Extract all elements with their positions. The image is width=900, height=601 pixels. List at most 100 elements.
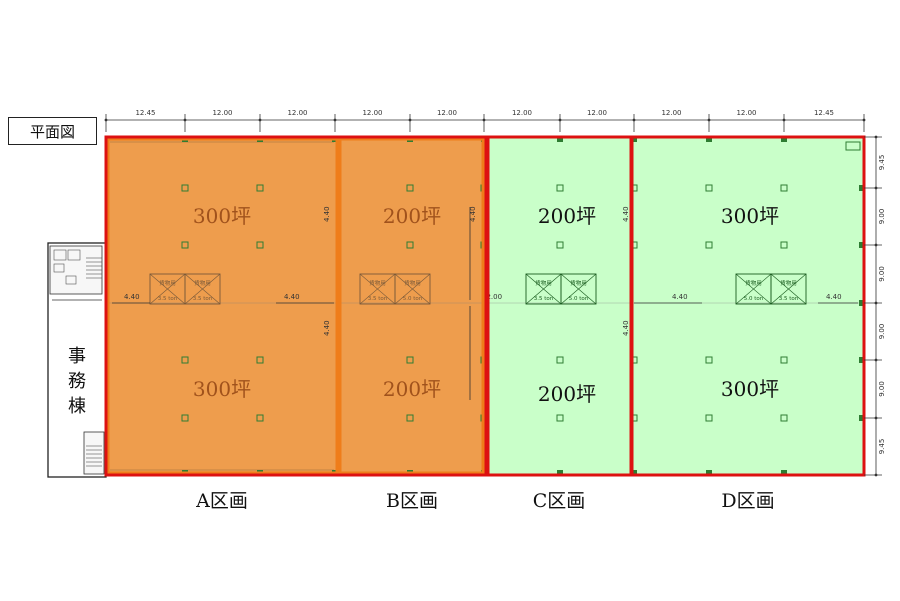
freight-lift-capacity: 3.5 ton	[158, 296, 178, 302]
freight-lift-capacity: 3.5 ton	[368, 296, 388, 302]
right-dimension-label: 9.00	[878, 324, 886, 340]
freight-lift-capacity: 3.5 ton	[193, 296, 213, 302]
right-dimension-label: 9.00	[878, 266, 886, 282]
stair-bottom	[83, 431, 105, 475]
dim-tick-dot	[782, 118, 786, 122]
column	[705, 414, 713, 422]
column	[256, 414, 264, 422]
zone-b-upper-area: 200坪	[383, 204, 441, 228]
zone-a-fill	[106, 137, 338, 475]
freight-lift-label: 貨物用	[535, 279, 552, 287]
top-dimension-label: 12.45	[135, 109, 155, 117]
top-dimension-label: 12.00	[287, 109, 307, 117]
zone-a-upper-area: 300坪	[193, 204, 251, 228]
column	[556, 356, 564, 364]
right-dimension-label: 9.00	[878, 209, 886, 225]
dim-inner-4: 4.40	[826, 293, 842, 301]
zone-a-border	[106, 137, 339, 475]
top-dimension-label: 12.45	[814, 109, 834, 117]
column	[181, 241, 189, 249]
office-label-char: 事	[68, 346, 86, 367]
freight-lift-label: 貨物用	[369, 279, 386, 287]
zone-d-fill	[632, 137, 864, 475]
top-dimension-label: 12.00	[587, 109, 607, 117]
column	[181, 184, 189, 192]
zone-c-upper-area: 200坪	[538, 204, 596, 228]
office-label-char: 務	[68, 371, 86, 392]
dim-tick-dot	[874, 186, 878, 190]
zone-a-lower-area: 300坪	[193, 377, 251, 401]
freight-lift-label: 貨物用	[780, 279, 797, 287]
column	[859, 300, 864, 306]
freight-lift	[560, 273, 597, 305]
column	[706, 137, 712, 142]
dim-inner-v4: 4.40	[622, 206, 630, 222]
column	[256, 241, 264, 249]
freight-lift-capacity: 5.0 ton	[403, 296, 423, 302]
zone-d-red-border	[630, 135, 866, 477]
column	[631, 137, 637, 142]
column	[859, 185, 864, 191]
dim-tick-dot	[707, 118, 711, 122]
column	[859, 242, 864, 248]
column	[406, 414, 414, 422]
top-dimension-label: 12.00	[362, 109, 382, 117]
freight-lift	[770, 273, 807, 305]
dim-inner-3: 4.40	[672, 293, 688, 301]
zone-c-fill	[486, 137, 632, 475]
zone-d-label: D区画	[721, 490, 775, 512]
column	[781, 137, 787, 142]
column	[557, 137, 563, 142]
dim-tick-dot	[183, 118, 187, 122]
column	[780, 241, 788, 249]
dim-tick-dot	[874, 301, 878, 305]
column	[406, 184, 414, 192]
zone-c-label: C区画	[532, 490, 586, 512]
freight-lift-label: 貨物用	[159, 279, 176, 287]
column	[256, 184, 264, 192]
dim-tick-dot	[874, 416, 878, 420]
dim-tick-dot	[104, 118, 108, 122]
office-label-char: 棟	[68, 396, 86, 417]
column	[557, 470, 563, 475]
column	[556, 414, 564, 422]
column	[256, 356, 264, 364]
zone-b-lower-area: 200坪	[383, 377, 441, 401]
column	[780, 414, 788, 422]
top-dimension-label: 12.00	[661, 109, 681, 117]
dim-tick-dot	[874, 473, 878, 477]
office-label: 事 務 棟	[66, 344, 88, 419]
column	[780, 184, 788, 192]
dim-inner-v3: 4.40	[469, 206, 477, 222]
column	[781, 470, 787, 475]
column	[406, 241, 414, 249]
dim-inner-v2: 4.40	[323, 320, 331, 336]
right-dimension-label: 9.00	[878, 381, 886, 397]
zone-d-lower-area: 300坪	[721, 377, 779, 401]
freight-lift-capacity: 5.0 ton	[569, 296, 589, 302]
column	[631, 470, 637, 475]
freight-lift-capacity: 5.0 ton	[744, 296, 764, 302]
freight-lift-label: 貨物用	[404, 279, 421, 287]
freight-lifts: 貨物用 3.5 ton 貨物用 3.5 ton 貨物用 3.5 ton 貨物用 5.0 ton…	[149, 273, 807, 305]
column	[859, 415, 864, 421]
zone-b-label: B区画	[386, 490, 438, 512]
zone-ab-red-border	[104, 135, 488, 477]
column	[556, 184, 564, 192]
zone-c-lower-area: 200坪	[538, 382, 596, 406]
freight-lift-label: 貨物用	[570, 279, 587, 287]
column	[859, 357, 864, 363]
column	[181, 356, 189, 364]
zone-a-label: A区画	[196, 490, 248, 512]
dim-inner-2: 4.40	[284, 293, 300, 301]
right-dimension-chain: 9.459.009.009.009.009.45	[864, 135, 886, 477]
dim-inner-center: 12.00	[482, 293, 502, 301]
dim-tick-dot	[874, 243, 878, 247]
top-dimension-label: 12.00	[736, 109, 756, 117]
freight-lift-label: 貨物用	[194, 279, 211, 287]
dim-tick-dot	[258, 118, 262, 122]
freight-lift-label: 貨物用	[745, 279, 762, 287]
column	[705, 184, 713, 192]
dim-inner-v1: 4.40	[323, 206, 331, 222]
